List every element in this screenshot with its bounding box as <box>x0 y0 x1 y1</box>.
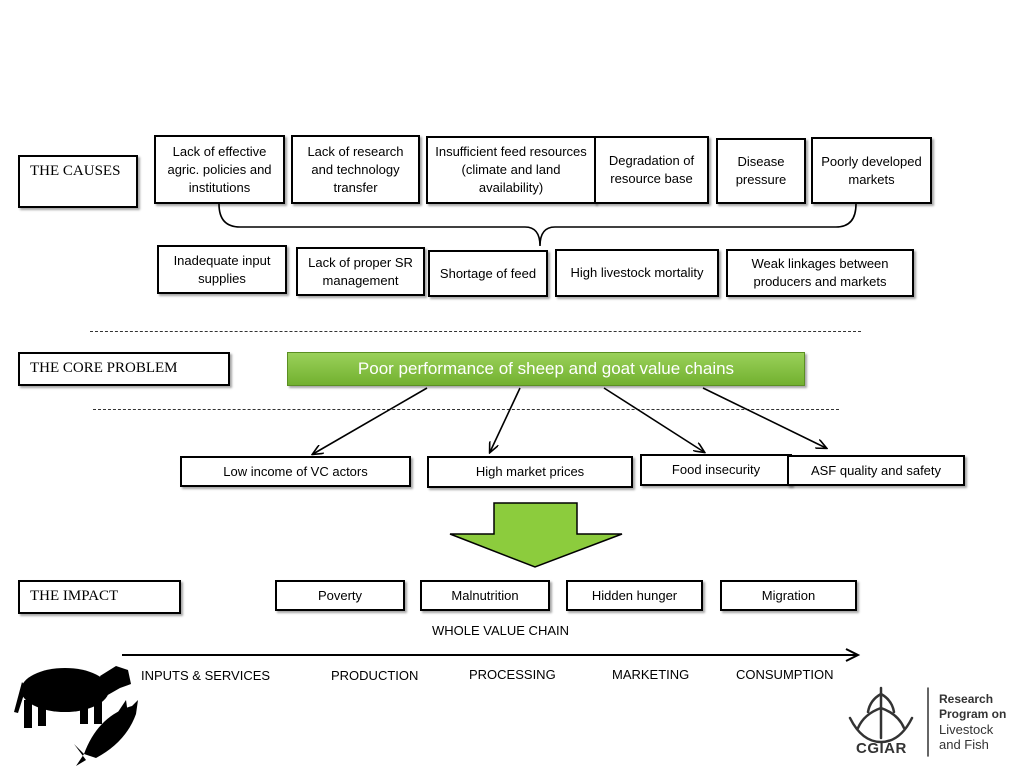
effect-box: High market prices <box>427 456 633 488</box>
impact-box: Migration <box>720 580 857 611</box>
impact-box: Hidden hunger <box>566 580 703 611</box>
cow-silhouette-icon <box>14 666 131 728</box>
impact-box: Malnutrition <box>420 580 550 611</box>
cgiar-logo-icon <box>848 686 929 757</box>
program-title-line: Livestock <box>939 722 994 737</box>
program-title-line: and Fish <box>939 737 989 752</box>
section-label-causes: THE CAUSES <box>18 155 138 208</box>
root-cause-box: Degradation of resource base <box>594 136 709 204</box>
section-label-core-problem: THE CORE PROBLEM <box>18 352 230 386</box>
value-chain-title: WHOLE VALUE CHAIN <box>432 623 570 638</box>
direct-cause-box: Shortage of feed <box>428 250 548 297</box>
program-title-line: Research <box>939 692 994 706</box>
effect-arrow <box>490 387 521 452</box>
effect-arrow <box>313 387 428 454</box>
effect-arrow <box>603 387 704 452</box>
root-cause-box: Disease pressure <box>716 138 806 204</box>
value-chain-arrowhead <box>845 648 861 662</box>
value-chain-stage: PROCESSING <box>469 667 556 682</box>
direct-cause-box: Inadequate input supplies <box>157 245 287 294</box>
program-title: Research Program on Livestock and Fish <box>939 692 1006 752</box>
program-title-line: Program on <box>939 707 1007 721</box>
root-cause-box: Lack of research and technology transfer <box>291 135 420 204</box>
separator-line <box>93 409 839 410</box>
effect-arrow <box>702 387 826 448</box>
direct-cause-box: Lack of proper SR management <box>296 247 425 296</box>
value-chain-stage: CONSUMPTION <box>736 667 834 682</box>
value-chain-stage: INPUTS & SERVICES <box>141 668 271 683</box>
causes-brace <box>218 203 857 247</box>
impact-box: Poverty <box>275 580 405 611</box>
separator-line <box>90 331 861 332</box>
direct-cause-box: High livestock mortality <box>555 249 719 297</box>
root-cause-box: Poorly developed markets <box>811 137 932 204</box>
fish-silhouette-icon <box>74 700 138 766</box>
impact-down-arrow <box>449 502 623 568</box>
value-chain-stage: MARKETING <box>612 667 690 682</box>
core-problem-box: Poor performance of sheep and goat value… <box>287 352 805 386</box>
root-cause-box: Insufficient feed resources (climate and… <box>426 136 596 204</box>
section-label-impact: THE IMPACT <box>18 580 181 614</box>
root-cause-box: Lack of effective agric. policies and in… <box>154 135 285 204</box>
direct-cause-box: Weak linkages between producers and mark… <box>726 249 914 297</box>
cgiar-brand-text: CGIAR <box>856 740 907 757</box>
effect-box: Food insecurity <box>640 454 792 486</box>
effect-box: ASF quality and safety <box>787 455 965 486</box>
effect-box: Low income of VC actors <box>180 456 411 487</box>
value-chain-stage: PRODUCTION <box>331 668 419 683</box>
